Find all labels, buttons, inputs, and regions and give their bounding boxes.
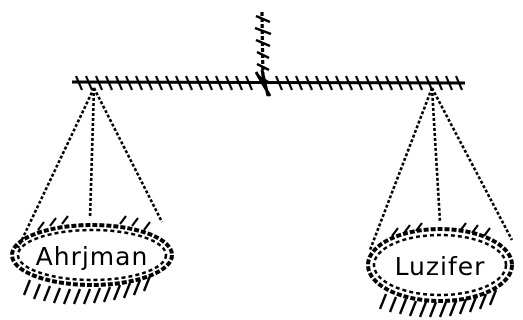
- scale-beam: [72, 70, 465, 96]
- left-pan: Ahrjman: [12, 216, 172, 304]
- right-pan: Luzifer: [368, 223, 512, 317]
- right-pan-label: Luzifer: [395, 252, 486, 281]
- right-pan-strings: [370, 88, 512, 250]
- left-pan-label: Ahrjman: [36, 242, 149, 271]
